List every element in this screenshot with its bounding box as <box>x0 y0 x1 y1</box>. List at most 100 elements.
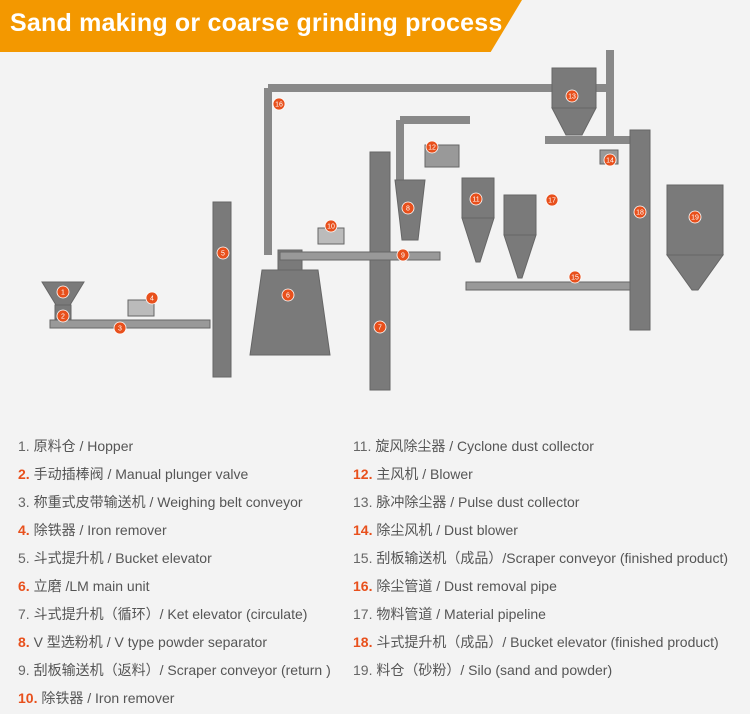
legend-label: 立磨 /LM main unit <box>33 578 150 594</box>
marker-circle <box>56 309 70 323</box>
bucket-elevator <box>212 201 232 378</box>
marker-9: 9 <box>396 248 410 262</box>
belt-conveyor <box>49 319 211 329</box>
legend-label: 刮板输送机（返料）/ Scraper conveyor (return ) <box>33 662 331 678</box>
legend-item: 3. 称重式皮带输送机 / Weighing belt conveyor <box>18 490 331 518</box>
legend-label: 除铁器 / Iron remover <box>33 522 167 538</box>
legend-number: 16. <box>353 578 373 594</box>
marker-11: 11 <box>469 192 483 206</box>
legend-label: 斗式提升机（成品）/ Bucket elevator (finished pro… <box>376 634 719 650</box>
marker-17: 17 <box>545 193 559 207</box>
legend-label: 斗式提升机（循环）/ Ket elevator (circulate) <box>33 606 308 622</box>
legend-number: 11. <box>353 438 372 454</box>
marker-circle <box>145 291 159 305</box>
marker-circle <box>469 192 483 206</box>
marker-circle <box>281 288 295 302</box>
marker-label: 7 <box>378 325 382 332</box>
marker-label: 17 <box>548 198 556 205</box>
marker-label: 9 <box>401 253 405 260</box>
marker-circle <box>425 140 439 154</box>
marker-label: 16 <box>275 102 283 109</box>
legend-number: 8. <box>18 634 30 650</box>
marker-label: 3 <box>118 326 122 333</box>
marker-5: 5 <box>216 246 230 260</box>
marker-circle <box>272 97 286 111</box>
finished-conveyor <box>465 281 647 291</box>
marker-label: 4 <box>150 296 154 303</box>
legend-label: 手动插棒阀 / Manual plunger valve <box>33 466 249 482</box>
lm-mill <box>249 269 331 356</box>
legend-label: 主风机 / Blower <box>376 466 473 482</box>
legend-number: 9. <box>18 662 30 678</box>
legend-item: 10. 除铁器 / Iron remover <box>18 686 331 714</box>
marker-label: 1 <box>61 290 65 297</box>
legend-number: 10. <box>18 690 38 706</box>
marker-7: 7 <box>373 320 387 334</box>
legend-item: 11. 旋风除尘器 / Cyclone dust collector <box>353 434 728 462</box>
legend-item: 1. 原料仓 / Hopper <box>18 434 331 462</box>
marker-4: 4 <box>145 291 159 305</box>
legend-item: 12. 主风机 / Blower <box>353 462 728 490</box>
legend-label: 称重式皮带输送机 / Weighing belt conveyor <box>33 494 303 510</box>
legend-item: 2. 手动插棒阀 / Manual plunger valve <box>18 462 331 490</box>
cyclone-b <box>503 194 537 236</box>
legend-number: 15. <box>353 550 373 566</box>
legend-label: 旋风除尘器 / Cyclone dust collector <box>375 438 594 454</box>
legend-item: 17. 物料管道 / Material pipeline <box>353 602 728 630</box>
legend-number: 18. <box>353 634 373 650</box>
marker-label: 12 <box>428 145 436 152</box>
marker-label: 11 <box>472 197 479 204</box>
legend-label: 原料仓 / Hopper <box>33 438 134 454</box>
legend-number: 12. <box>353 466 373 482</box>
marker-15: 15 <box>568 270 582 284</box>
marker-label: 8 <box>406 206 410 213</box>
marker-18: 18 <box>633 205 647 219</box>
marker-14: 14 <box>603 153 617 167</box>
marker-10: 10 <box>324 219 338 233</box>
legend-item: 9. 刮板输送机（返料）/ Scraper conveyor (return ) <box>18 658 331 686</box>
legend-label: 物料管道 / Material pipeline <box>376 606 546 622</box>
marker-label: 18 <box>636 210 644 217</box>
legend-label: 料仓（砂粉）/ Silo (sand and powder) <box>376 662 613 678</box>
marker-19: 19 <box>688 210 702 224</box>
equipment <box>41 50 724 391</box>
legend-label: V 型选粉机 / V type powder separator <box>33 634 268 650</box>
legend-number: 19. <box>353 662 373 678</box>
marker-13: 13 <box>565 89 579 103</box>
legend-item: 15. 刮板输送机（成品）/Scraper conveyor (finished… <box>353 546 728 574</box>
marker-label: 13 <box>568 94 576 101</box>
marker-8: 8 <box>401 201 415 215</box>
marker-12: 12 <box>425 140 439 154</box>
legend-number: 13. <box>353 494 373 510</box>
legend-number: 6. <box>18 578 30 594</box>
marker-circle <box>401 201 415 215</box>
marker-circle <box>113 321 127 335</box>
finished-elevator <box>629 129 651 331</box>
marker-16: 16 <box>272 97 286 111</box>
marker-circle <box>545 193 559 207</box>
legend-number: 5. <box>18 550 30 566</box>
marker-label: 5 <box>221 251 225 258</box>
legend-item: 14. 除尘风机 / Dust blower <box>353 518 728 546</box>
iron-remover <box>127 299 155 317</box>
legend-label: 除铁器 / Iron remover <box>41 690 175 706</box>
legend-item: 4. 除铁器 / Iron remover <box>18 518 331 546</box>
marker-1: 1 <box>56 285 70 299</box>
legend-item: 18. 斗式提升机（成品）/ Bucket elevator (finished… <box>353 630 728 658</box>
circulate-elevator <box>369 151 391 391</box>
legend-number: 3. <box>18 494 30 510</box>
legend-label: 脉冲除尘器 / Pulse dust collector <box>376 494 580 510</box>
legend-label: 斗式提升机 / Bucket elevator <box>33 550 212 566</box>
marker-circle <box>568 270 582 284</box>
legend-item: 13. 脉冲除尘器 / Pulse dust collector <box>353 490 728 518</box>
pipeline <box>264 50 640 255</box>
marker-circle <box>373 320 387 334</box>
legend-number: 7. <box>18 606 30 622</box>
legend-number: 1. <box>18 438 30 454</box>
marker-label: 14 <box>606 158 614 165</box>
return-conveyor <box>279 251 441 261</box>
legend-item: 19. 料仓（砂粉）/ Silo (sand and powder) <box>353 658 728 686</box>
marker-circle <box>396 248 410 262</box>
marker-circle <box>633 205 647 219</box>
